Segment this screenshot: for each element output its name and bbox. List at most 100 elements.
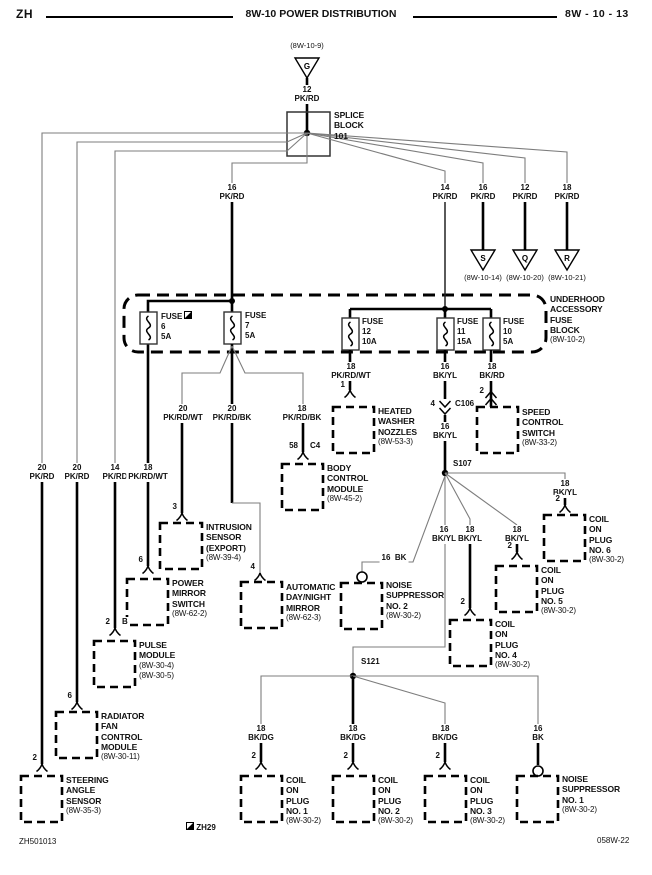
fuse-10-icon: [482, 317, 501, 351]
page-title: 8W-10 POWER DISTRIBUTION: [245, 8, 397, 20]
fuse-11-icon: [436, 317, 455, 351]
pin-number: 2: [554, 494, 561, 503]
splice-s121-label: S121: [360, 657, 381, 666]
pin-number: 6: [66, 691, 73, 700]
ground-ref-r: (8W-10-21): [547, 273, 587, 282]
ground-triangle-r-icon: R: [553, 197, 581, 272]
connector-c4-label: C4: [309, 441, 322, 450]
pin-number: 4: [249, 562, 256, 571]
ground-ref-g: (8W-10-9): [289, 41, 325, 50]
footnote: ZH29: [184, 822, 216, 832]
pin-number: 2: [434, 751, 441, 760]
pin-number: 2: [31, 753, 38, 762]
ground-triangle-g-icon: G: [293, 57, 321, 80]
pin-number: 3: [171, 502, 178, 511]
splice-s107-label: S107: [452, 459, 473, 468]
footnote-marker-icon: [184, 311, 193, 319]
header-rule-left: [46, 16, 233, 18]
splice-s121-wires: [259, 672, 544, 777]
header-rule-right: [413, 16, 557, 18]
pin-number: 2: [342, 751, 349, 760]
svg-text:R: R: [564, 254, 570, 263]
ground-triangle-q-icon: Q: [511, 197, 539, 272]
pin-number: 2: [459, 597, 466, 606]
header-vehicle-code: ZH: [16, 7, 33, 21]
inline-connector-c106-icon: [438, 400, 452, 416]
speed-control-connector-arrow-icon: [484, 390, 498, 406]
pin-number: 1: [339, 380, 346, 389]
pin-number: 2: [104, 617, 111, 626]
connector-c106-label: C106: [454, 399, 476, 408]
diagram-code-right: 058W-22: [597, 836, 630, 845]
svg-text:S: S: [480, 254, 486, 263]
ground-ref-s: (8W-10-14): [463, 273, 503, 282]
pin-number: 6: [137, 555, 144, 564]
header-page-ref: 8W - 10 - 13: [565, 8, 629, 20]
component-pin-fork-icons: [36, 389, 571, 773]
underhood-fuse-block-outline: [122, 293, 548, 354]
fuse-feed-wires: [146, 197, 493, 318]
pin-letter: B: [121, 617, 129, 626]
fuse-6-icon: [139, 311, 158, 345]
pin-number: 58: [288, 441, 299, 450]
pin-number: 2: [250, 751, 257, 760]
ground-ref-q: (8W-10-20): [505, 273, 545, 282]
ground-triangle-s-icon: S: [469, 197, 497, 272]
svg-text:Q: Q: [522, 254, 528, 263]
component-boxes: [19, 405, 587, 824]
wire-label: 16 BK: [379, 553, 409, 564]
left-branch-wires: [40, 344, 150, 764]
pin-number: 2: [506, 541, 513, 550]
splice-s107-wires: [352, 469, 567, 673]
diagram-code-left: ZH501013: [19, 837, 57, 846]
pin-number: 2: [478, 386, 485, 395]
svg-text:G: G: [304, 62, 310, 71]
pin-number: 4: [429, 399, 436, 408]
